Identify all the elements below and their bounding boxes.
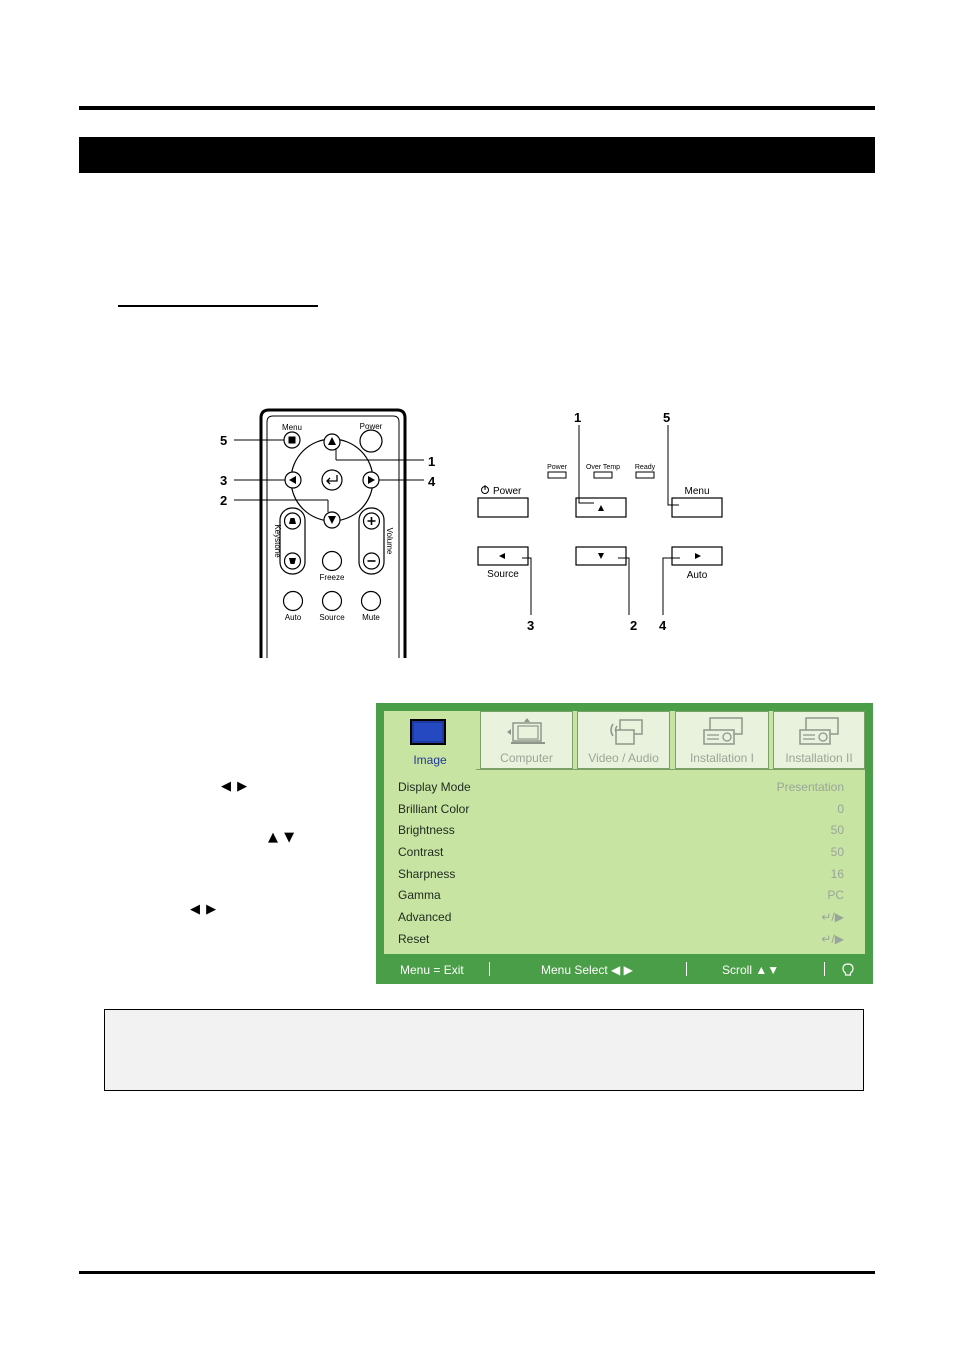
- keystone-label: Keystone: [273, 524, 282, 558]
- tab-computer[interactable]: Computer: [480, 711, 573, 769]
- osd-row-value: 50: [830, 823, 844, 837]
- tab-installation-1[interactable]: Installation I: [675, 711, 769, 769]
- remote-power-label: Power: [360, 422, 383, 431]
- panel-callout-2: 2: [630, 618, 637, 633]
- right-arrow-icon: [368, 476, 375, 484]
- enter-icon: [326, 475, 338, 485]
- ud-arrows: ▲ ▼: [268, 830, 296, 845]
- remote-callout-4: 4: [428, 474, 436, 489]
- tab-installation-1-label: Installation I: [689, 751, 755, 765]
- remote-callout-3: 3: [220, 473, 227, 488]
- panel-power-button: [477, 497, 529, 518]
- control-panel-diagram: Power Over Temp Ready Power Menu Source …: [477, 410, 723, 633]
- status-divider: [686, 962, 687, 976]
- lightbulb-icon: [842, 963, 854, 976]
- led-power-label: Power: [547, 464, 568, 471]
- remote-power-button: [359, 429, 383, 453]
- freeze-button: [321, 550, 343, 572]
- panel-callout-3: 3: [527, 618, 534, 633]
- status-divider: [489, 962, 490, 976]
- osd-status-bar: Menu = Exit Menu Select ◀ ▶ Scroll ▲▼: [384, 960, 865, 980]
- osd-row-value: ↵/▶: [821, 932, 844, 946]
- subsection-underline: [118, 305, 318, 307]
- tab-video-audio-label: Video / Audio: [588, 751, 659, 765]
- footer-rule: [79, 1271, 875, 1274]
- osd-row-label[interactable]: Brilliant Color: [398, 802, 470, 816]
- tab-image-label: Image: [413, 753, 447, 767]
- ready-led: [635, 471, 655, 479]
- monitor-icon: [410, 719, 446, 745]
- status-exit: Menu = Exit: [400, 963, 464, 977]
- panel-callout-5: 5: [663, 410, 670, 425]
- source-label: Source: [319, 613, 345, 622]
- led-overtemp-label: Over Temp: [586, 464, 620, 471]
- osd-row-value: Presentation: [776, 780, 844, 794]
- video-audio-icon: [610, 719, 643, 745]
- remote-control-diagram: Menu Power Keystone Volume Freeze Auto S…: [220, 408, 436, 658]
- projector-icon: [799, 717, 839, 745]
- source-button: [321, 590, 343, 612]
- remote-callout-5: 5: [220, 433, 227, 448]
- panel-menu-button: [671, 497, 723, 518]
- mute-button: [360, 590, 382, 612]
- tab-video-audio[interactable]: Video / Audio: [577, 711, 670, 769]
- tab-installation-2[interactable]: Installation II: [773, 711, 865, 769]
- computer-icon: [507, 718, 545, 744]
- panel-callout-4: 4: [659, 618, 667, 633]
- panel-menu-label: Menu: [684, 486, 709, 497]
- auto-button: [282, 590, 304, 612]
- osd-row-label[interactable]: Reset: [398, 932, 430, 946]
- osd-row-label[interactable]: Display Mode: [398, 780, 471, 794]
- remote-menu-label: Menu: [282, 423, 302, 432]
- osd-row-value: ↵/▶: [821, 910, 844, 924]
- osd-row-label[interactable]: Sharpness: [398, 867, 456, 881]
- panel-callout-1: 1: [574, 410, 581, 425]
- osd-row-label[interactable]: Brightness: [398, 823, 455, 837]
- osd-row-value: 50: [830, 845, 844, 859]
- left-arrow-icon: [289, 476, 296, 484]
- auto-label: Auto: [285, 613, 302, 622]
- down-arrow-icon: [328, 516, 336, 524]
- projector-icon: [703, 717, 743, 745]
- osd-row-value: 16: [830, 867, 844, 881]
- panel-auto-label: Auto: [687, 570, 708, 581]
- osd-row-value: PC: [827, 888, 844, 902]
- tab-image[interactable]: Image: [384, 711, 476, 771]
- remote-callout-1: 1: [428, 454, 435, 469]
- volume-label: Volume: [385, 528, 394, 555]
- mute-label: Mute: [362, 613, 380, 622]
- led-ready-label: Ready: [635, 464, 656, 471]
- status-divider: [824, 962, 825, 976]
- lr-arrows-1: ◀ ▶: [221, 779, 249, 794]
- tab-installation-2-label: Installation II: [785, 751, 853, 765]
- lr-arrows-2: ◀ ▶: [190, 902, 218, 917]
- osd-row-label[interactable]: Contrast: [398, 845, 444, 859]
- status-scroll: Scroll ▲▼: [722, 963, 780, 977]
- overtemp-led: [593, 471, 613, 479]
- osd-row-label[interactable]: Advanced: [398, 910, 452, 924]
- section-title-bar: [79, 137, 875, 173]
- header-rule: [79, 106, 875, 110]
- remote-callout-2: 2: [220, 493, 227, 508]
- note-box: [104, 1009, 864, 1091]
- freeze-label: Freeze: [320, 573, 345, 582]
- status-menu-select: Menu Select ◀ ▶: [541, 963, 633, 977]
- osd-row-label[interactable]: Gamma: [398, 888, 441, 902]
- menu-button-icon: [288, 436, 296, 444]
- osd-row-value: 0: [837, 802, 844, 816]
- tab-computer-label: Computer: [500, 751, 553, 765]
- panel-source-label: Source: [487, 569, 519, 580]
- tab-divider: [476, 769, 865, 770]
- up-arrow-icon: [328, 437, 336, 445]
- panel-power-label: Power: [493, 486, 522, 497]
- power-led: [547, 471, 567, 479]
